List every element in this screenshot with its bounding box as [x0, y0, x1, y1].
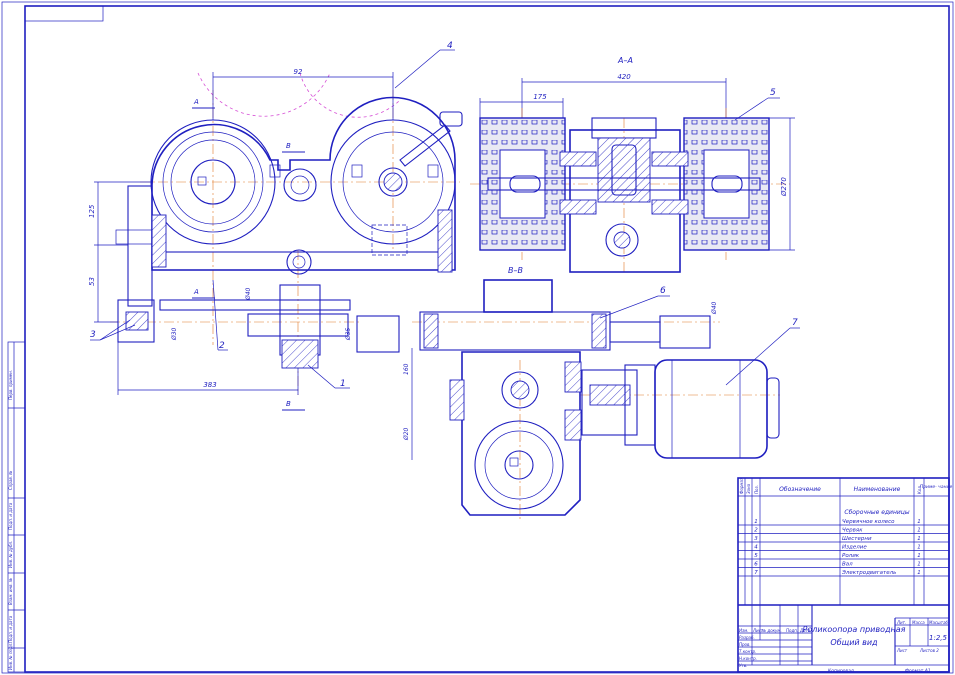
- spec-row-qty: 1: [917, 536, 921, 542]
- spec-rows: 1 Червячное колесо 1 2 Червяк 1 3 Шестерни 1 4 Изд…: [738, 519, 949, 577]
- spec-section-title: Сборочные единицы: [844, 509, 909, 516]
- dim-420: 420: [617, 73, 631, 81]
- tb-format: Формат А1: [905, 668, 931, 674]
- spec-row-pos: 5: [754, 553, 758, 559]
- spec-h-designation: Обозначение: [779, 486, 821, 493]
- section-bb-view: В–В 160 Ø20 Ø: [356, 266, 780, 520]
- spec-row-name: Вал: [842, 562, 853, 568]
- section-b-top: В: [286, 142, 291, 150]
- stamp-inv-dubl: Инв. № дубл.: [8, 541, 13, 568]
- spec-row-pos: 3: [754, 536, 758, 542]
- spec-row-name: Червячное колесо: [842, 519, 895, 525]
- section-b-bottom: В: [286, 400, 291, 408]
- spec-h-qty: Кол.: [917, 485, 922, 494]
- spec-row-pos: 6: [754, 562, 758, 568]
- stamp-podp1: Подп. и дата: [8, 502, 13, 530]
- spec-h-note: Приме- чание: [920, 484, 953, 490]
- dim-d30: Ø30: [171, 327, 178, 341]
- callout-7: 7: [792, 318, 798, 328]
- spec-row-qty: 1: [917, 545, 921, 551]
- spec-h-name: Наименование: [854, 486, 901, 493]
- spec-h-format: Формат: [739, 477, 744, 494]
- dim-53: 53: [88, 277, 96, 286]
- section-bb-label: В–В: [508, 266, 523, 275]
- stamp-vzam: Взам. инв. №: [8, 578, 13, 605]
- spec-row-name: Ролик: [842, 553, 860, 559]
- callout-6: 6: [660, 286, 666, 296]
- dim-d40: Ø40: [245, 287, 252, 301]
- tb-nkontr: Н.контр.: [739, 656, 757, 661]
- spec-row-name: Электродвигатель: [841, 570, 896, 576]
- section-a-top: А: [193, 98, 199, 106]
- dim-92: 92: [294, 68, 303, 76]
- section-a-bottom: А: [193, 288, 199, 296]
- spec-row-pos: 2: [754, 528, 758, 534]
- spec-row-name: Изделие: [842, 545, 867, 551]
- callout-4: 4: [447, 41, 453, 51]
- tb-sheets: Листов 2: [919, 648, 939, 653]
- tb-doc: № докум.: [761, 628, 782, 633]
- stamp-podp2: Подп. и дата: [8, 615, 13, 643]
- stamp-sprav: Справ. №: [8, 471, 13, 490]
- dim-d40b: Ø40: [711, 301, 718, 315]
- tb-scale-h: Масштаб: [929, 620, 949, 625]
- tb-mass: Масса: [912, 620, 925, 625]
- spec-row-pos: 4: [754, 545, 758, 551]
- spec-h-pos: Поз.: [754, 485, 759, 494]
- tb-sheet: Лист: [896, 648, 908, 653]
- spec-row-pos: 7: [754, 570, 758, 576]
- dim-383: 383: [203, 381, 216, 389]
- spec-row-qty: 1: [917, 562, 921, 568]
- tb-tkontr: Т.контр.: [739, 649, 756, 654]
- tb-sign: Подп.: [786, 628, 798, 633]
- tb-title-1: Роликоопора приводная: [803, 625, 906, 634]
- dim-d35: Ø35: [345, 327, 352, 341]
- dim-d270: Ø270: [780, 177, 788, 197]
- tb-date: Дата: [799, 628, 811, 633]
- spec-row-qty: 1: [917, 519, 921, 525]
- spec-h-zone: Зона: [746, 483, 751, 494]
- dim-160: 160: [403, 363, 410, 375]
- tb-prov: Пров.: [739, 642, 751, 647]
- spec-row-pos: 1: [754, 519, 758, 525]
- spec-row-qty: 1: [917, 528, 921, 534]
- section-aa-view: А–А 420 175: [470, 56, 795, 275]
- tb-lit: Лит.: [896, 620, 906, 625]
- stamp-perv: Перв. примен.: [8, 370, 13, 400]
- spec-table: Формат Зона Поз. Обозначение Наименовани…: [737, 477, 953, 673]
- title-block: Изм. Лист № докум. Подп. Дата Разраб. Пр…: [738, 604, 949, 674]
- dim-125: 125: [88, 204, 96, 218]
- tb-scale: 1:2,5: [929, 634, 947, 642]
- dim-175: 175: [533, 93, 547, 101]
- spec-row-name: Шестерни: [842, 536, 872, 542]
- spec-row-qty: 1: [917, 553, 921, 559]
- tb-list: Лист: [752, 628, 764, 633]
- tb-copied: Копировал: [828, 668, 854, 674]
- callout-3: 3: [90, 330, 96, 340]
- dim-d20: Ø20: [403, 427, 410, 441]
- section-aa-label: А–А: [617, 56, 633, 65]
- side-stamp: Перв. примен. Справ. № Подп. и дата Инв.…: [7, 341, 26, 673]
- callout-5: 5: [770, 88, 776, 98]
- spec-row-name: Червяк: [842, 528, 863, 534]
- tb-razrab: Разраб.: [739, 635, 755, 640]
- callout-2: 2: [219, 341, 225, 351]
- tb-title-2: Общий вид: [830, 638, 878, 647]
- tb-utv: Утв.: [739, 663, 747, 668]
- main-view: 92 125 53 383 Ø40 Ø30 Ø35 А А В В: [88, 68, 463, 411]
- tb-izm: Изм.: [739, 628, 748, 633]
- callout-1: 1: [340, 379, 346, 389]
- callouts: 1 2 3 4 5 6 7: [90, 41, 800, 389]
- spec-row-qty: 1: [917, 570, 921, 576]
- stamp-inv-podl: Инв. № подл.: [8, 642, 13, 670]
